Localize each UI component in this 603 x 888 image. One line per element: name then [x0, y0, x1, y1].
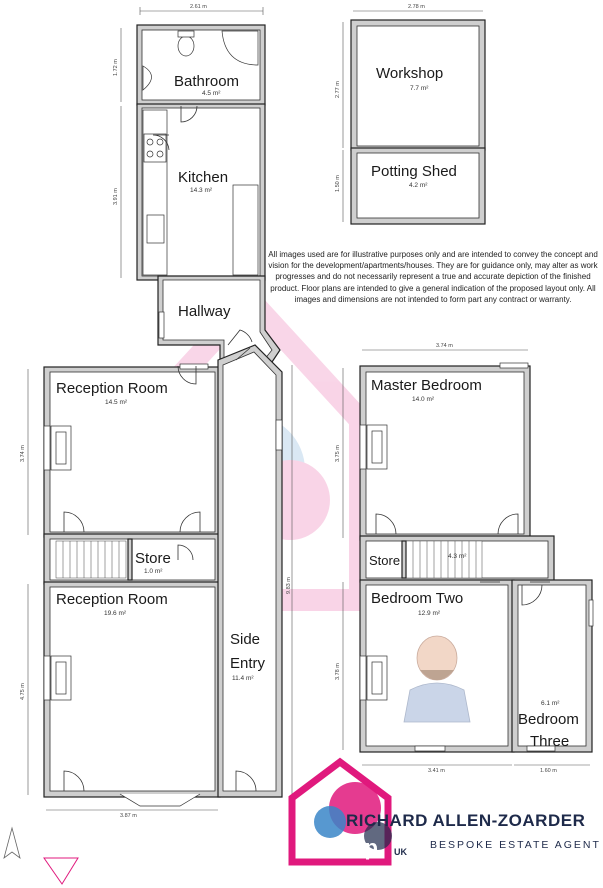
svg-text:3.78 m: 3.78 m [335, 663, 341, 680]
master-bedroom-label: Master Bedroom [371, 377, 482, 394]
brand-logo: exp UK [288, 757, 407, 866]
svg-text:1.72 m: 1.72 m [113, 59, 119, 76]
svg-text:3.41 m: 3.41 m [428, 768, 445, 774]
compass-icon [3, 826, 21, 860]
side-entry-room [222, 351, 277, 792]
first-floor: Master Bedroom 14.0 m² Store 4.3 m² Bedr… [335, 343, 594, 774]
potting-shed-room [356, 152, 480, 219]
counter-right [232, 184, 259, 276]
svg-text:1.50 m: 1.50 m [335, 175, 341, 192]
disclaimer-text: All images used are for illustrative pur… [268, 250, 598, 304]
svg-text:4.5 m²: 4.5 m² [202, 90, 221, 97]
svg-text:1.60 m: 1.60 m [540, 768, 557, 774]
brand-tagline: BESPOKE ESTATE AGENT [430, 839, 601, 851]
svg-text:19.6 m²: 19.6 m² [104, 610, 127, 617]
agent-caricature [403, 635, 471, 723]
reception-room-2 [49, 586, 216, 792]
outbuildings: Workshop 7.7 m² Potting Shed 4.2 m² 2.78… [335, 4, 486, 225]
potting-shed-label: Potting Shed [371, 163, 457, 180]
master-bedroom-room [365, 371, 525, 535]
svg-text:2.61 m: 2.61 m [190, 4, 207, 10]
toilet-icon [177, 35, 195, 57]
brand-logo-sub: UK [394, 847, 407, 857]
side-entry-label-1: Side [230, 631, 260, 648]
reception-room-1-label: Reception Room [56, 380, 168, 397]
svg-text:4.75 m: 4.75 m [20, 683, 26, 700]
svg-text:2.78 m: 2.78 m [408, 4, 425, 10]
svg-text:14.5 m²: 14.5 m² [105, 399, 128, 406]
basin-icon [142, 65, 152, 91]
svg-text:12.9 m²: 12.9 m² [418, 610, 441, 617]
workshop-label: Workshop [376, 65, 443, 82]
ground-stairs [55, 540, 127, 579]
svg-text:2.77 m: 2.77 m [335, 81, 341, 98]
reception-room-2-label: Reception Room [56, 591, 168, 608]
store-ground-label: Store [135, 550, 171, 567]
first-stairs [405, 540, 483, 579]
side-entry-label-2: Entry [230, 655, 266, 672]
svg-text:1.0 m²: 1.0 m² [144, 568, 163, 575]
bedroom-two-label: Bedroom Two [371, 590, 463, 607]
bedroom-three-room [517, 584, 587, 747]
bedroom-three-label-1: Bedroom [518, 711, 579, 728]
kitchen-label: Kitchen [178, 169, 228, 186]
brand-name: RICHARD ALLEN-ZOARDER [346, 811, 586, 830]
sink-icon [146, 214, 165, 244]
svg-text:3.91 m: 3.91 m [113, 188, 119, 205]
svg-text:3.87 m: 3.87 m [120, 813, 137, 819]
ground-floor: Bathroom 4.5 m² Kitchen 14.3 m² Hallway … [20, 4, 293, 819]
svg-text:3.74 m: 3.74 m [436, 343, 453, 349]
svg-text:4.3 m²: 4.3 m² [448, 553, 467, 560]
workshop-room [356, 25, 480, 147]
svg-text:7.7 m²: 7.7 m² [410, 85, 429, 92]
triangle-mark-icon [43, 857, 79, 885]
svg-text:4.2 m²: 4.2 m² [409, 182, 428, 189]
svg-text:9.83 m: 9.83 m [286, 577, 292, 594]
svg-text:3.75 m: 3.75 m [335, 445, 341, 462]
brand-logo-text: exp [340, 835, 378, 860]
shower-icon [221, 30, 259, 66]
svg-text:3.74 m: 3.74 m [20, 445, 26, 462]
svg-text:6.1 m²: 6.1 m² [541, 700, 560, 707]
bedroom-three-label-2: Three [530, 733, 569, 750]
bathroom-label: Bathroom [174, 73, 239, 90]
svg-text:14.0 m²: 14.0 m² [412, 396, 435, 403]
store-first-label: Store [369, 553, 400, 568]
hallway-label: Hallway [178, 303, 231, 320]
reception-room-1 [49, 371, 216, 533]
svg-text:14.3 m²: 14.3 m² [190, 187, 213, 194]
bay-window [119, 793, 201, 807]
svg-text:11.4 m²: 11.4 m² [232, 675, 254, 682]
